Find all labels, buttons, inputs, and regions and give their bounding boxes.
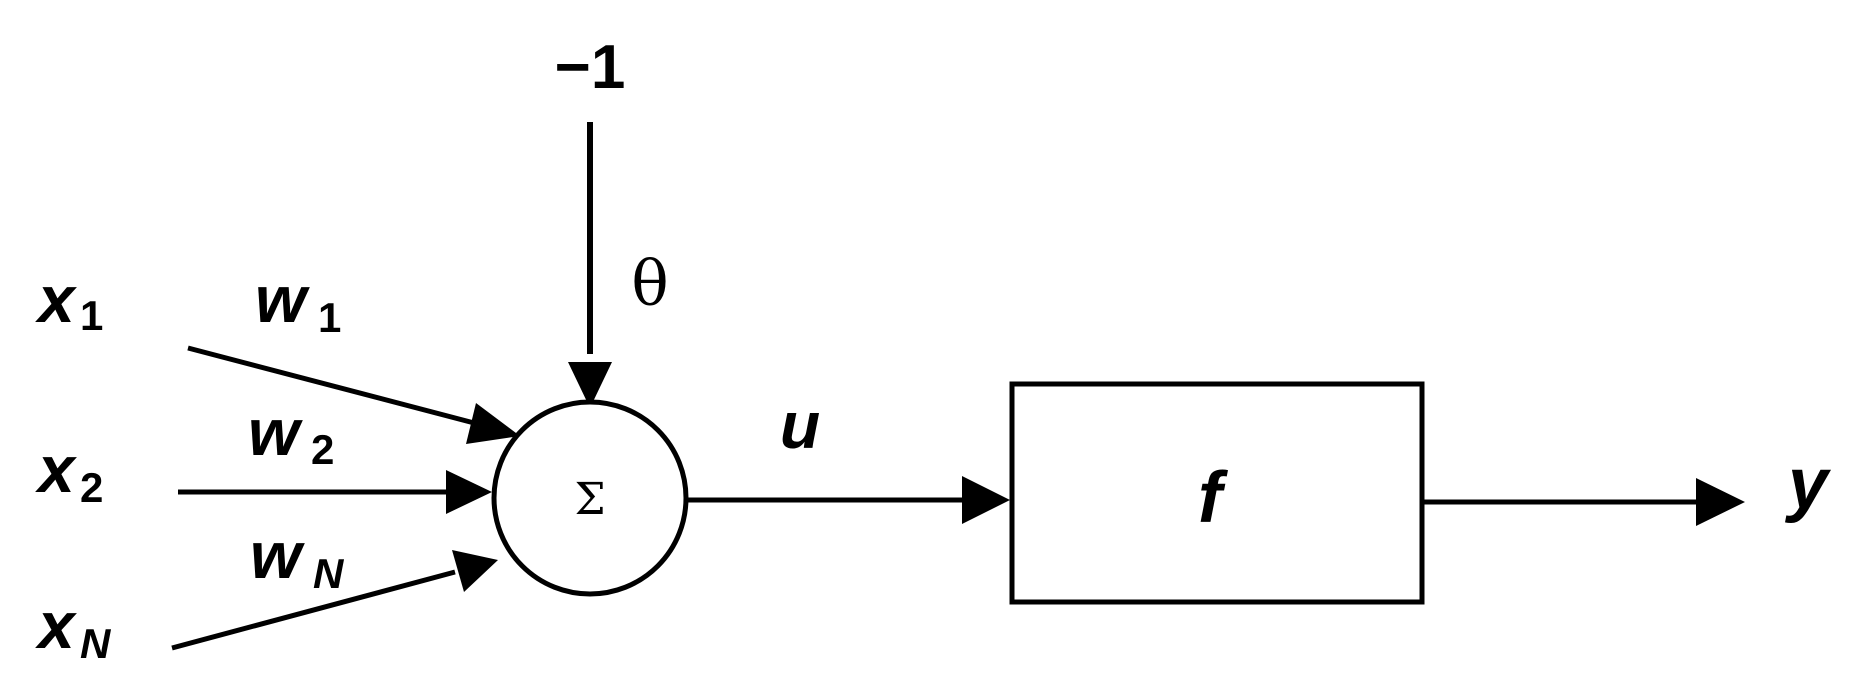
output-label: y	[1785, 444, 1832, 524]
input-xn-arrowhead	[452, 550, 498, 592]
svg-text:x: x	[35, 588, 77, 662]
activation-input-label: u	[780, 388, 820, 462]
input-x1-label: x 1	[35, 262, 103, 339]
activation-function-box	[1009, 381, 1425, 605]
svg-text:2: 2	[80, 464, 103, 511]
input-x1-arrow	[187, 345, 479, 427]
svg-text:w: w	[255, 262, 310, 336]
input-x1-arrowhead	[466, 403, 520, 444]
input-xn-label: x N	[35, 588, 112, 667]
input-xn-arrow	[171, 569, 456, 651]
weight-w1-label: w 1	[255, 262, 341, 341]
svg-text:1: 1	[318, 294, 341, 341]
svg-text:x: x	[35, 262, 77, 336]
svg-text:N: N	[80, 620, 112, 667]
output-arrowhead	[1696, 478, 1745, 526]
summation-symbol: Σ	[574, 474, 605, 525]
svg-text:w: w	[248, 395, 303, 469]
input-x2-label: x 2	[35, 432, 103, 511]
bias-weight-label: θ	[631, 247, 668, 320]
svg-text:N: N	[313, 550, 345, 597]
weight-wn-label: w N	[250, 518, 345, 597]
u-arrowhead	[962, 476, 1010, 524]
svg-text:x: x	[35, 432, 77, 506]
input-x2-arrowhead	[446, 470, 492, 514]
svg-text:1: 1	[80, 292, 103, 339]
summation-node	[491, 399, 689, 597]
svg-text:w: w	[250, 518, 305, 592]
svg-text:2: 2	[311, 426, 334, 473]
weight-w2-label: w 2	[248, 395, 334, 473]
bias-arrowhead	[568, 362, 612, 408]
bias-input-label: −1	[555, 33, 626, 102]
